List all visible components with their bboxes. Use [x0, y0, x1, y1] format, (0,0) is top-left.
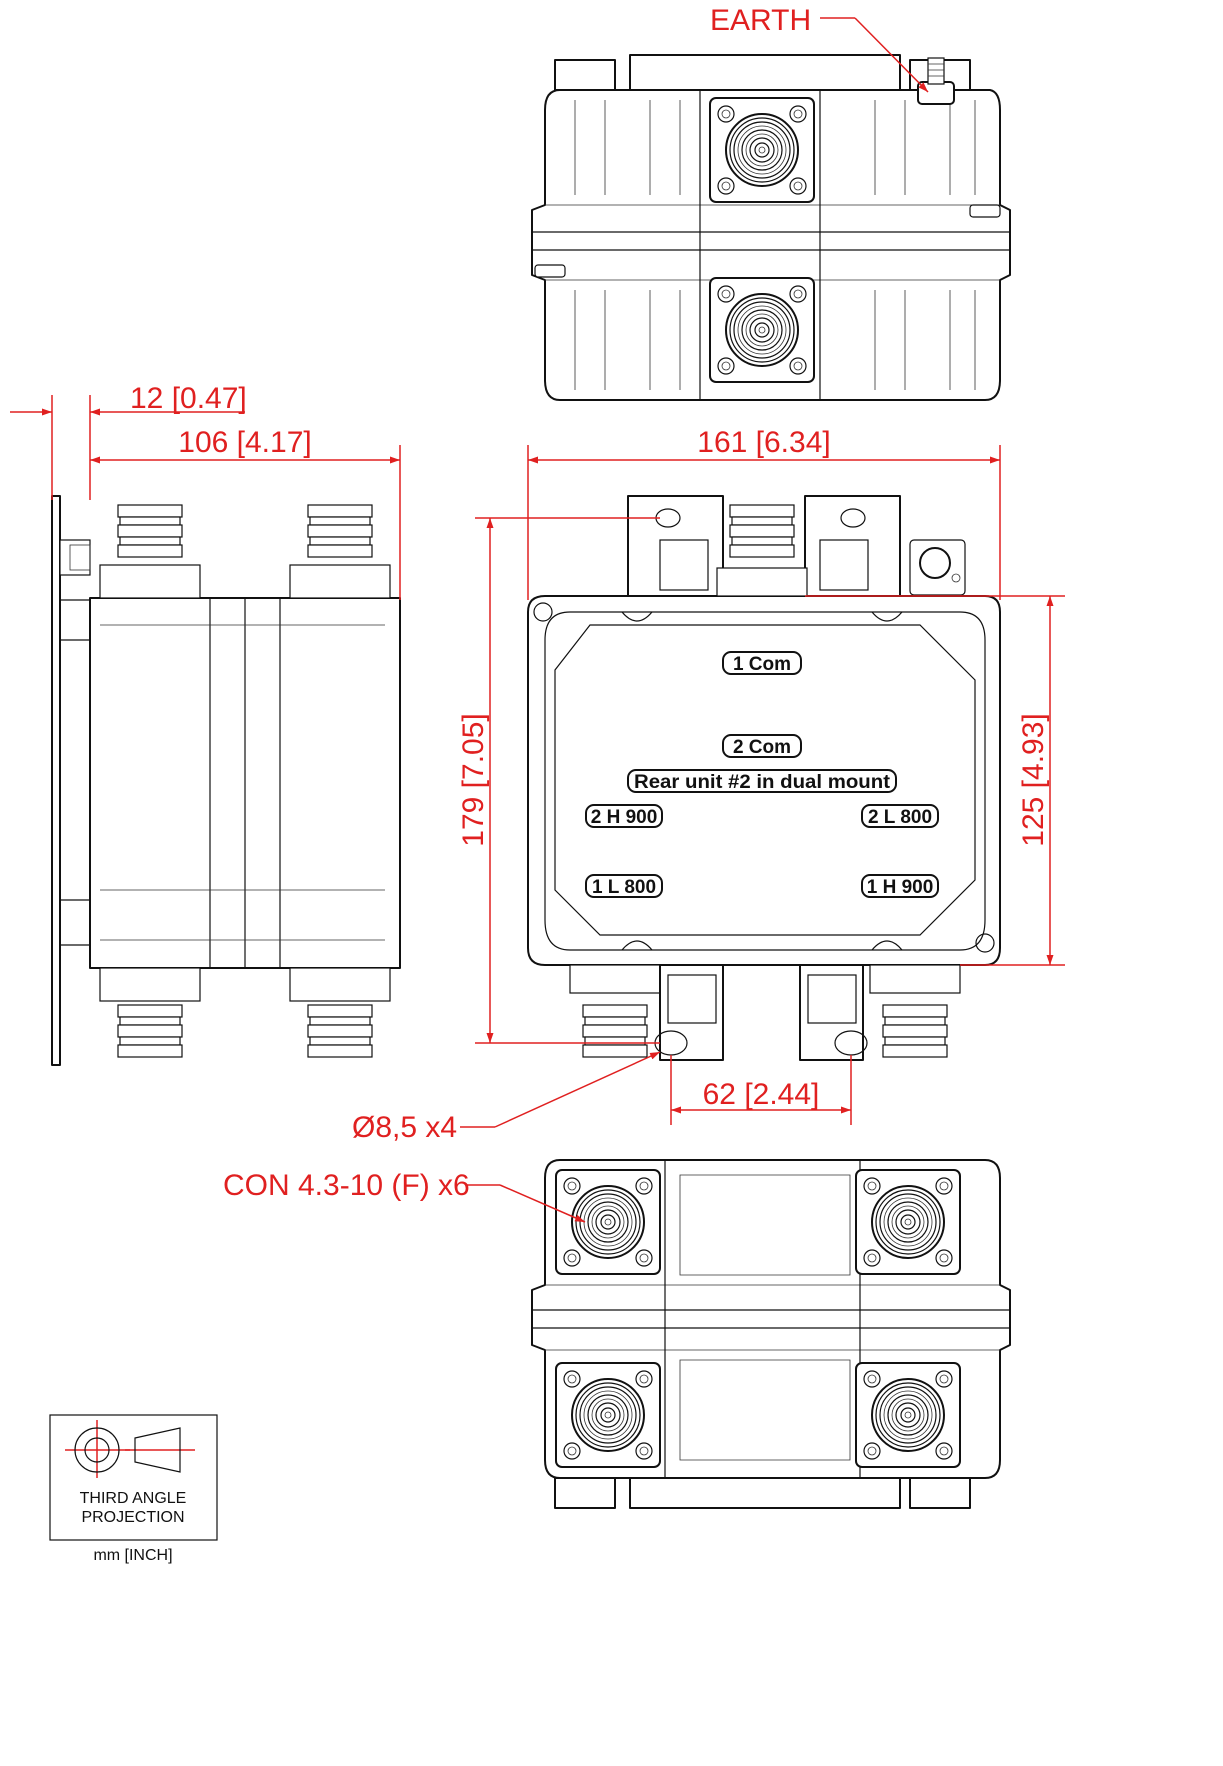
bottom-view	[531, 1159, 1011, 1509]
dim-hole-spacing: 62 [2.44]	[703, 1078, 820, 1111]
port-label-2-l-800: 2 L 800	[868, 807, 932, 828]
port-label-2-h-900: 2 H 900	[591, 807, 658, 828]
side-view	[51, 495, 401, 1066]
units-note: mm [INCH]	[93, 1547, 172, 1564]
connector-callout: CON 4.3-10 (F) x6	[223, 1169, 470, 1202]
dim-bracket-offset: 12 [0.47]	[130, 382, 247, 415]
port-label-1-h-900: 1 H 900	[867, 877, 934, 898]
port-label-2-com: 2 Com	[733, 737, 791, 758]
projection-symbol: THIRD ANGLE PROJECTION mm [INCH]	[49, 1414, 218, 1564]
dim-depth: 106 [4.17]	[178, 426, 311, 459]
port-label-1-com: 1 Com	[733, 654, 791, 675]
port-label-1-l-800: 1 L 800	[592, 877, 656, 898]
earth-callout: EARTH	[710, 4, 811, 37]
dim-overall-height: 179 [7.05]	[457, 713, 490, 846]
dimensions: 12 [0.47] 106 [4.17] 161 [6.34] 179 [7.0…	[10, 4, 1065, 1223]
projection-line-1: THIRD ANGLE	[80, 1490, 187, 1507]
rear-unit-note: Rear unit #2 in dual mount	[634, 772, 891, 793]
projection-line-2: PROJECTION	[81, 1509, 184, 1526]
front-view: 1 Com 2 Com Rear unit #2 in dual mount 2…	[527, 495, 1001, 1061]
dim-width: 161 [6.34]	[697, 426, 830, 459]
top-view	[531, 54, 1011, 401]
hole-callout: Ø8,5 x4	[352, 1111, 457, 1144]
dim-body-height: 125 [4.93]	[1017, 713, 1050, 846]
